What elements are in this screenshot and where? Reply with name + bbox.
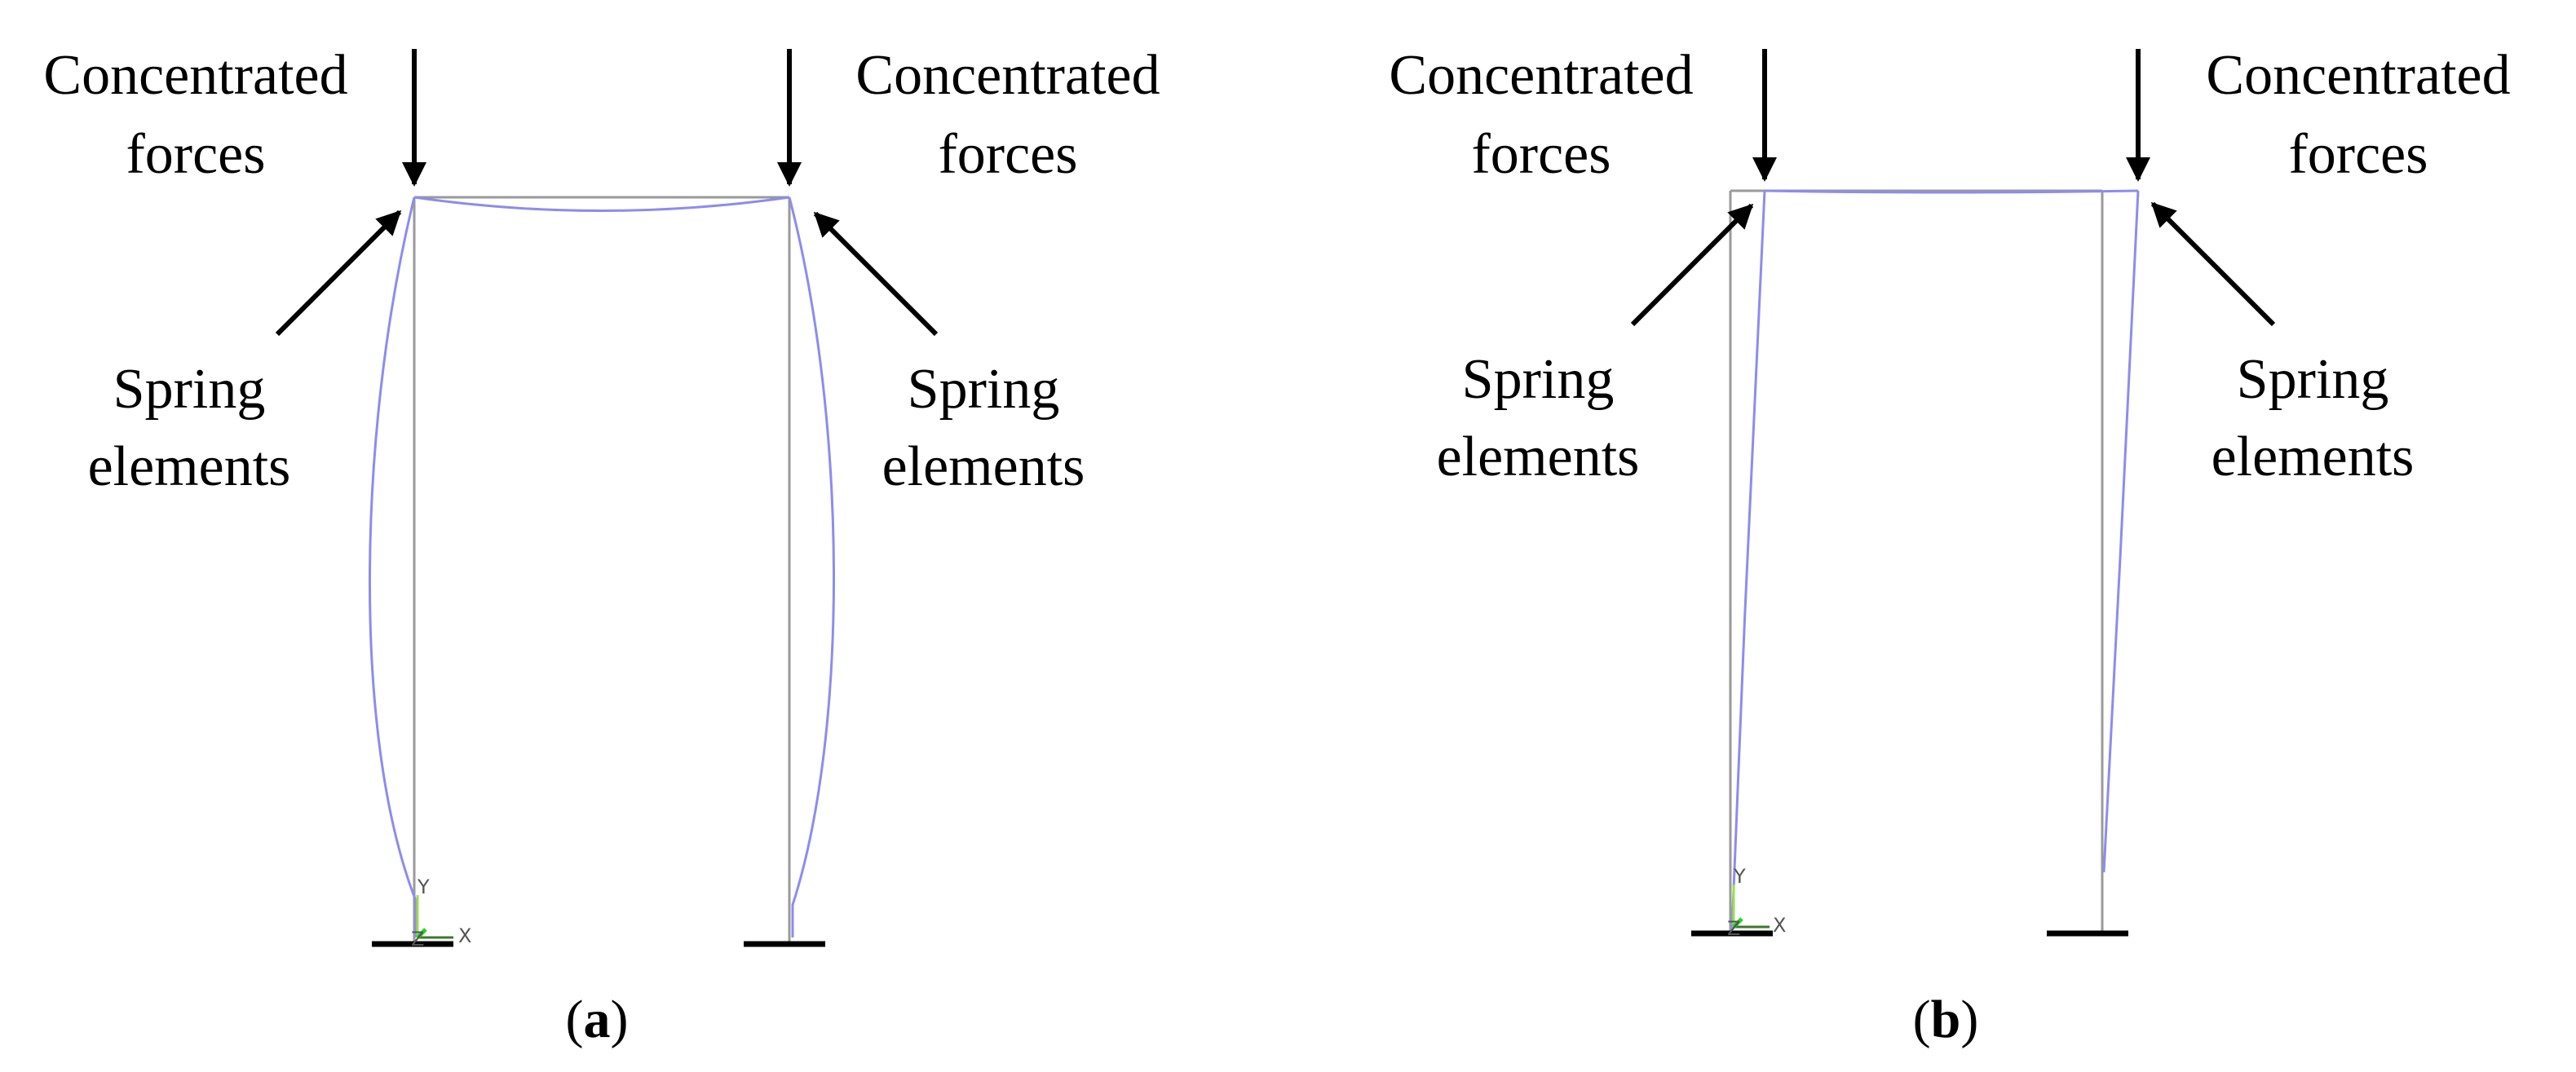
panel-a-left-spring-arrow bbox=[275, 210, 402, 337]
panel-b-force-label-right-line2: forces bbox=[2288, 123, 2428, 186]
panel-a-force-label-left-line1: Concentrated bbox=[43, 44, 347, 107]
panel-a-caption-open: ( bbox=[566, 990, 584, 1049]
panel-a-spring-label-left-line1: Spring bbox=[113, 358, 266, 421]
panel-a-deformed-shape bbox=[369, 196, 835, 937]
panel-a-undeformed-frame bbox=[413, 196, 791, 942]
panel-b-caption-letter: b bbox=[1931, 990, 1961, 1049]
panel-b-caption-close: ) bbox=[1960, 990, 1978, 1049]
panel-a-caption: (a) bbox=[566, 990, 629, 1049]
panel-b-deformed-left-column bbox=[1730, 190, 1766, 930]
panel-b-right-spring-arrow bbox=[2150, 201, 2276, 327]
panel-a-deformed-right-column bbox=[788, 196, 835, 937]
panel-a-spring-label-right-line1: Spring bbox=[908, 358, 1060, 421]
panel-b-spring-label-left-line2: elements bbox=[1437, 426, 1640, 488]
panel-b-spring-label-left-line1: Spring bbox=[1462, 348, 1615, 411]
panel-a-spring-label-right-line2: elements bbox=[882, 435, 1085, 498]
panel-a-deformed-beam bbox=[413, 196, 790, 212]
panel-a: Y X Z Concentrated forces Concentrated f… bbox=[43, 44, 1160, 1049]
panel-a-axis-z-line bbox=[416, 928, 427, 939]
panel-b-axis-y-label: Y bbox=[1733, 865, 1746, 888]
panel-b-force-label-right-line1: Concentrated bbox=[2206, 44, 2510, 107]
panel-b-force-label-left-line1: Concentrated bbox=[1389, 44, 1693, 107]
panel-a-axis-x-label: X bbox=[458, 924, 471, 947]
panel-b-axis-z-label: Z bbox=[1727, 917, 1740, 940]
panel-a-force-label-left-line2: forces bbox=[126, 123, 265, 186]
panel-b-deformed-shape bbox=[1730, 189, 2140, 930]
panel-b-spring-label-right-line2: elements bbox=[2211, 426, 2415, 488]
panel-b-caption-open: ( bbox=[1913, 990, 1931, 1049]
panel-b-undeformed-frame bbox=[1729, 189, 2104, 931]
panel-b-axis-x-label: X bbox=[1773, 914, 1786, 937]
panel-b-caption: (b) bbox=[1913, 990, 1979, 1049]
panel-b-deformed-beam bbox=[1764, 189, 2139, 194]
panel-b-axis-z-line bbox=[1732, 917, 1743, 929]
panel-a-right-spring-arrow bbox=[813, 211, 939, 337]
panel-b-left-spring-arrow bbox=[1630, 203, 1754, 327]
panel-a-force-label-right-line1: Concentrated bbox=[855, 44, 1160, 107]
panel-b-force-label-left-line2: forces bbox=[1471, 123, 1611, 186]
panel-b-deformed-right-column bbox=[2102, 190, 2140, 873]
panel-b-axis-triad: Y X Z bbox=[1727, 865, 1786, 940]
panel-a-axis-y-label: Y bbox=[417, 876, 430, 898]
panel-a-force-label-right-line2: forces bbox=[938, 123, 1077, 186]
panel-a-axis-triad: Y X Z bbox=[411, 876, 471, 951]
panel-b: Y X Z Concentrated forces Concentrated f… bbox=[1389, 44, 2510, 1049]
panel-b-spring-label-right-line1: Spring bbox=[2237, 348, 2389, 411]
panel-a-axis-z-label: Z bbox=[411, 928, 424, 951]
panel-a-caption-close: ) bbox=[611, 990, 629, 1049]
panel-a-deformed-left-column bbox=[369, 196, 418, 937]
panel-a-caption-letter: a bbox=[584, 990, 611, 1049]
panel-a-spring-label-left-line2: elements bbox=[88, 435, 291, 498]
